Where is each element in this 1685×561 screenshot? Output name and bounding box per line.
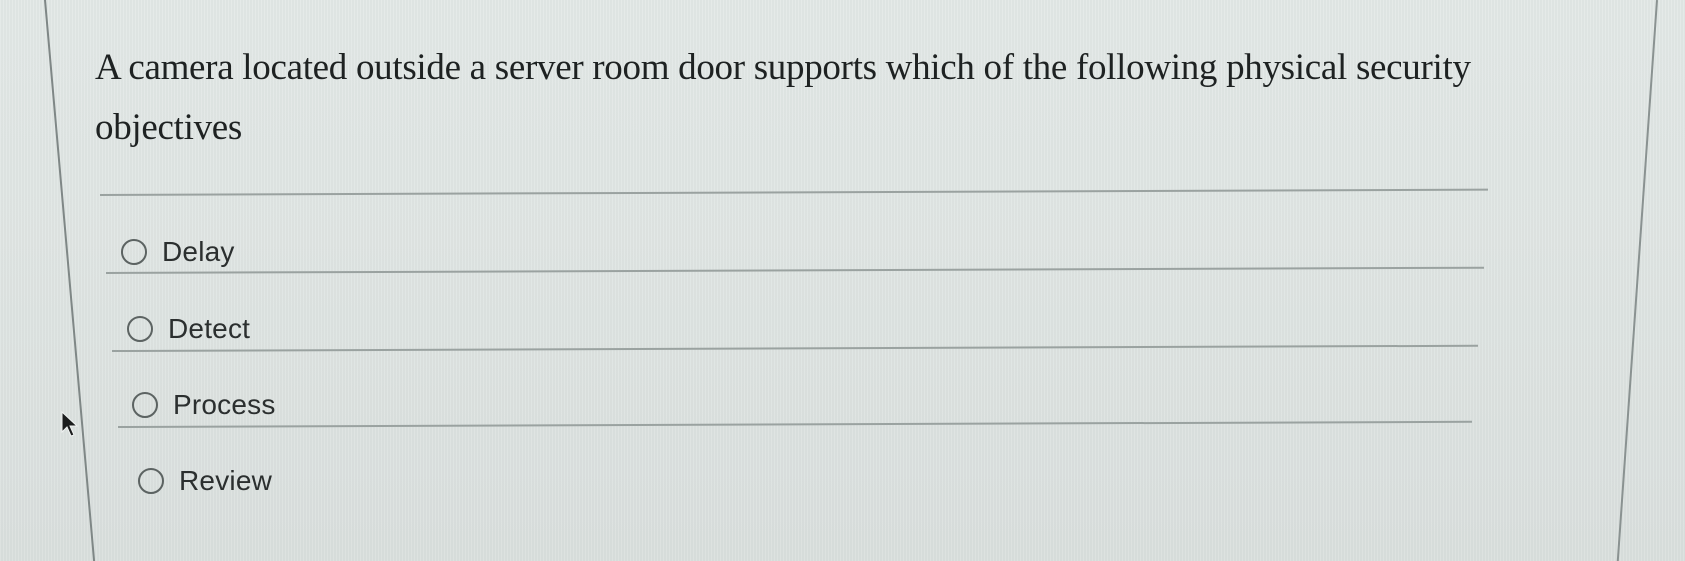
option-process[interactable]: Process (132, 389, 276, 421)
radio-button-icon[interactable] (138, 468, 164, 494)
option-delay[interactable]: Delay (121, 236, 235, 268)
option-label: Detect (168, 313, 251, 344)
option-detect[interactable]: Detect (127, 313, 250, 345)
option-label: Review (179, 465, 273, 496)
radio-button-icon[interactable] (127, 316, 153, 342)
radio-button-icon[interactable] (132, 392, 158, 418)
question-panel: A camera located outside a server room d… (95, 38, 1595, 158)
option-label: Process (173, 389, 276, 420)
option-label: Delay (162, 236, 235, 267)
radio-button-icon[interactable] (121, 239, 147, 265)
question-text: A camera located outside a server room d… (95, 47, 1471, 148)
option-review[interactable]: Review (138, 465, 272, 497)
